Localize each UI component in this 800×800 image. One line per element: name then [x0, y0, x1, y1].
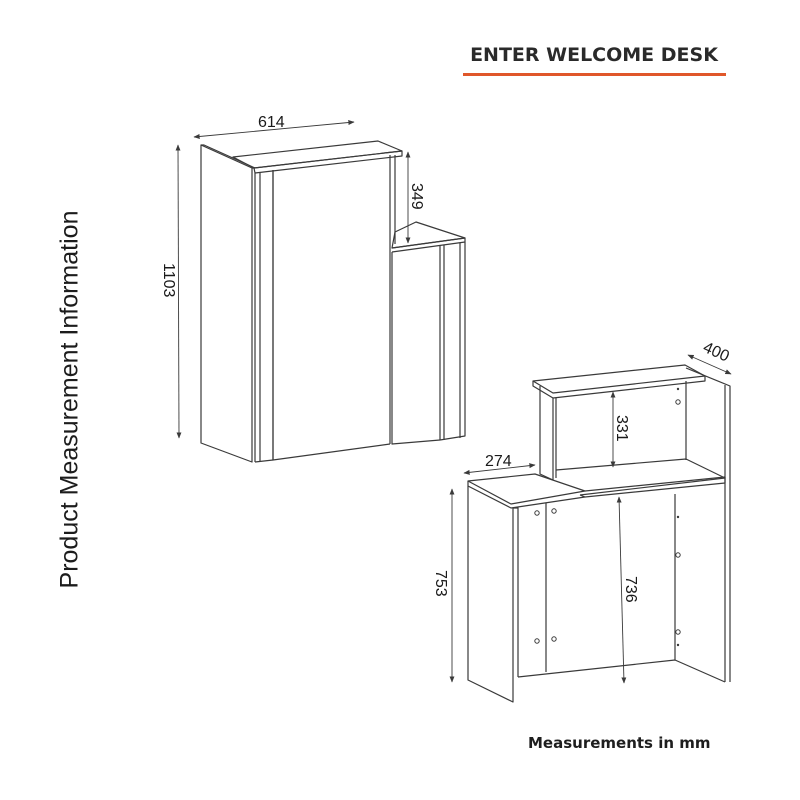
svg-text:614: 614	[258, 114, 285, 131]
svg-text:349: 349	[408, 183, 425, 210]
svg-text:331: 331	[613, 415, 630, 442]
dim-step-349: 349	[405, 151, 425, 244]
dim-lower-height-753: 753	[432, 488, 455, 683]
dim-shelf-331: 331	[610, 391, 630, 468]
measurement-unit-note: Measurements in mm	[528, 734, 711, 752]
svg-text:736: 736	[622, 576, 639, 603]
svg-text:400: 400	[700, 339, 731, 365]
front-view-desk	[200, 140, 466, 463]
svg-text:753: 753	[432, 570, 449, 597]
mounting-holes	[534, 399, 681, 644]
mounting-dots	[676, 387, 680, 647]
dim-depth-400: 400	[687, 339, 732, 375]
dim-width-614: 614	[193, 114, 355, 139]
back-view-desk	[467, 364, 731, 703]
svg-text:274: 274	[485, 453, 512, 470]
dim-height-1103: 1103	[160, 144, 182, 439]
title-underline	[463, 73, 726, 76]
svg-text:1103: 1103	[160, 263, 177, 298]
dim-lower-depth-274: 274	[463, 453, 536, 475]
dim-inner-height-736: 736	[616, 496, 639, 684]
page-title: ENTER WELCOME DESK	[470, 44, 718, 66]
